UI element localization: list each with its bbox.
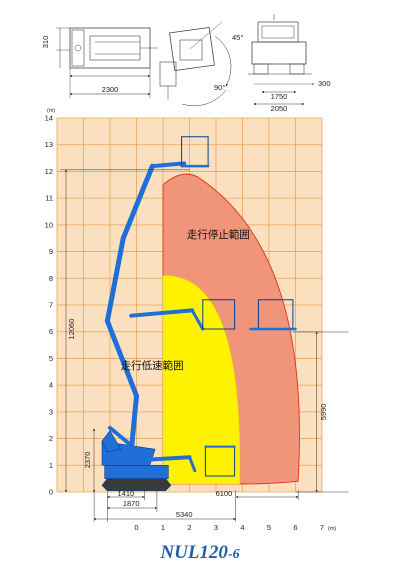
lower-boom — [128, 393, 139, 455]
mid-jib — [190, 308, 205, 331]
dim-2370-label: 2370 — [83, 452, 92, 469]
model-title: NUL120-6 — [159, 542, 239, 563]
chassis-body — [104, 465, 169, 479]
mid-basket — [202, 299, 236, 330]
y-tick-label: 7 — [49, 301, 53, 310]
dim-300-label: 300 — [318, 79, 331, 88]
dim-1870-label: 1870 — [123, 499, 140, 508]
x-tick-label: 2 — [187, 523, 191, 532]
lower-boom-link — [108, 425, 142, 454]
track-body — [101, 478, 172, 491]
dimension-lines — [60, 169, 349, 522]
dim-5340-label: 5340 — [176, 510, 193, 519]
y-tick-label: 8 — [49, 274, 53, 283]
zone-stop-label: 走行停止範囲 — [187, 228, 250, 241]
dim-12060-label: 12060 — [67, 319, 76, 340]
y-unit-label: (m) — [47, 108, 55, 114]
machine-drawing — [101, 136, 297, 491]
angle-45-label: 45° — [232, 33, 243, 42]
mid-boom-extension — [129, 308, 195, 318]
y-tick-label: 2 — [49, 434, 53, 443]
x-tick-label: 0 — [134, 523, 138, 532]
x-tick-labels: 0 1 2 3 4 5 6 7 — [134, 523, 324, 532]
model-title-main: NUL120 — [159, 542, 228, 563]
jib-arm — [150, 161, 187, 169]
x-tick-label: 4 — [240, 523, 244, 532]
y-tick-label: 6 — [49, 327, 53, 336]
counterweight — [101, 430, 122, 453]
top-view-drawing: 310 2300 — [41, 27, 158, 98]
y-tick-label: 3 — [49, 407, 53, 416]
y-tick-label: 14 — [45, 114, 53, 123]
swing-view-drawing: 45° 90° — [159, 21, 243, 107]
dim-5990-label: 5990 — [319, 404, 328, 421]
dim-310-label: 310 — [41, 36, 50, 49]
y-tick-label: 5 — [49, 354, 53, 363]
model-title-suffix: -6 — [228, 547, 240, 562]
stowed-jib-end — [188, 455, 197, 473]
rear-view-drawing: 300 1750 2050 — [248, 14, 331, 113]
y-tick-label: 10 — [45, 220, 53, 229]
y-tick-label: 1 — [49, 461, 53, 470]
y-tick-label: 4 — [49, 381, 53, 390]
middle-boom — [104, 318, 139, 399]
x-tick-label: 7 — [320, 523, 324, 532]
x-tick-label: 5 — [267, 523, 271, 532]
y-tick-label: 0 — [49, 488, 53, 497]
x-tick-label: 6 — [293, 523, 297, 532]
y-tick-label: 12 — [45, 167, 53, 176]
angle-90-label: 90° — [214, 83, 225, 92]
dim-2050-label: 2050 — [271, 104, 288, 113]
x-unit-label: (m) — [328, 526, 336, 532]
upper-boom-upper — [120, 163, 155, 241]
dim-2300-label: 2300 — [102, 85, 119, 94]
dim-1410-label: 1410 — [118, 489, 135, 498]
dim-6100-label: 6100 — [216, 489, 233, 498]
y-tick-label: 11 — [45, 194, 53, 203]
y-tick-label: 9 — [49, 247, 53, 256]
dim-1750-label: 1750 — [271, 92, 288, 101]
y-tick-label: 13 — [45, 140, 53, 149]
stowed-jib — [139, 455, 192, 462]
upper-boom-lower — [104, 235, 126, 324]
zone-slow-label: 走行低速範囲 — [121, 359, 184, 372]
x-tick-label: 1 — [161, 523, 165, 532]
zone-slow-area — [162, 275, 241, 485]
x-tick-label: 3 — [214, 523, 218, 532]
